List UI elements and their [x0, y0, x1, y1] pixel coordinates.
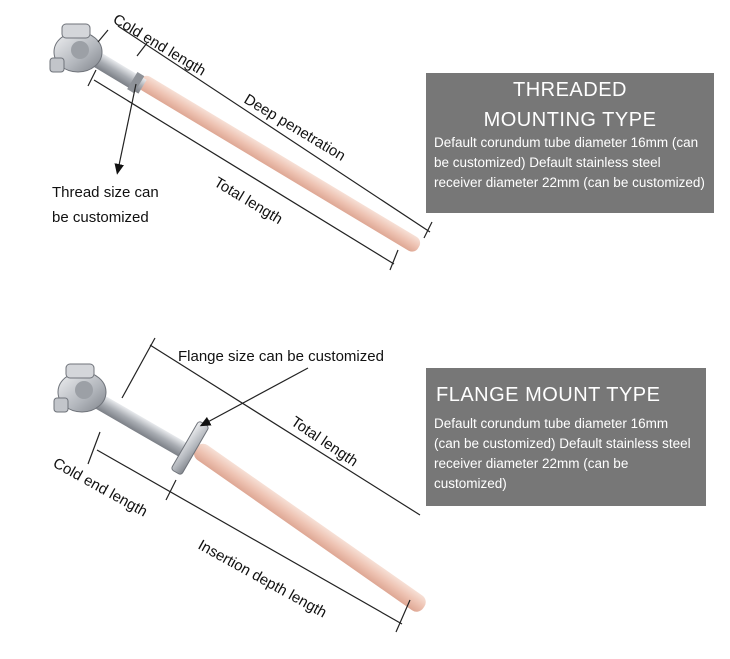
thread-callout-arrow: [114, 83, 137, 175]
flange-upper-dim-line: [149, 344, 421, 516]
threaded-description: Default corundum tube diameter 16mm (can…: [434, 135, 705, 190]
threaded-lower-dim-line: [93, 79, 395, 265]
threaded-ceramic-tube: [138, 75, 421, 252]
flange-ceramic-tube: [193, 443, 426, 612]
flange-lower-dim-line: [96, 449, 403, 625]
flange-cold-end-label: Cold end length: [50, 455, 150, 521]
flange-total-length-label: Total length: [288, 413, 361, 470]
flange-junction-head: [53, 363, 107, 413]
thread-size-label-line2: be customized: [52, 209, 149, 226]
threaded-total-length-label: Total length: [211, 174, 286, 228]
flange-steel-receiver: [96, 395, 191, 459]
threaded-thermocouple: [49, 23, 421, 252]
flange-dimension-lines: [87, 337, 421, 633]
threaded-title-line2: MOUNTING TYPE: [483, 109, 657, 131]
threaded-dimension-lines: [87, 25, 433, 271]
flange-size-label: Flange size can be customized: [178, 348, 384, 365]
threaded-junction-head: [49, 23, 103, 73]
flange-description: Default corundum tube diameter 16mm (can…: [434, 416, 691, 491]
threaded-title-line1: THREADED: [512, 79, 627, 101]
flange-info-panel: FLANGE MOUNT TYPE Default corundum tube …: [426, 368, 706, 506]
flange-insertion-depth-label: Insertion depth length: [195, 537, 329, 622]
thread-size-label-line1: Thread size can: [52, 184, 159, 201]
threaded-info-panel: THREADED MOUNTING TYPE Default corundum …: [426, 73, 714, 213]
flange-title: FLANGE MOUNT TYPE: [436, 384, 661, 406]
flange-callout-arrow: [199, 367, 309, 427]
threaded-steel-receiver: [93, 53, 147, 94]
threaded-upper-dim-line: [117, 25, 431, 233]
